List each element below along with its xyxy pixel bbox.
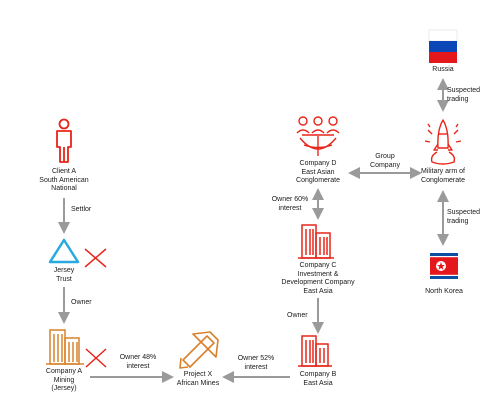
company-c-line-4: East Asia — [303, 287, 333, 295]
cross-icon — [84, 248, 107, 268]
project-x-label: Project X African Mines — [163, 371, 233, 388]
owner-48-label: Owner 48% interest — [108, 354, 168, 371]
client-a-label: Client A South American National — [29, 168, 99, 194]
client-a-line-3: National — [51, 185, 77, 192]
company-a-line-3: (Jersey) — [51, 385, 77, 392]
military-arm-line-2: Conglomerate — [421, 176, 465, 184]
owner-60-line-1: Owner 60% — [271, 196, 309, 203]
people-group-icon — [296, 116, 340, 156]
north-korea-flag-icon — [430, 253, 458, 279]
client-a-line-1: Client A — [51, 168, 77, 175]
military-arm-label: Military arm of Conglomerate — [408, 168, 478, 185]
company-c-line-3: Development Company — [281, 279, 355, 286]
owner-48-line-2: interest — [126, 362, 150, 370]
owner-48-line-1: Owner 48% — [119, 354, 157, 361]
company-d-label: Company D East Asian Conglomerate — [283, 160, 353, 186]
military-arm-line-1: Military arm of — [421, 168, 465, 175]
hammer-icon — [179, 331, 219, 369]
owner-c-b-label: Owner — [287, 312, 308, 321]
russia-line-1: Russia — [432, 66, 454, 73]
owner-60-label: Owner 60% interest — [266, 196, 314, 213]
company-b-line-1: Company B — [299, 371, 337, 378]
company-a-line-1: Company A — [45, 368, 83, 375]
owner-52-label: Owner 52% interest — [226, 355, 286, 372]
jersey-trust-line-1: Jersey — [53, 267, 75, 274]
suspected-nk-line-2: trading — [447, 217, 469, 225]
client-a-line-2: South American — [39, 176, 89, 184]
person-icon — [56, 118, 72, 163]
office-building-icon — [298, 335, 332, 367]
rocket-launch-icon — [424, 119, 462, 165]
suspected-russia-line-1: Suspected — [447, 87, 481, 94]
jersey-trust-line-2: Trust — [56, 275, 72, 283]
suspected-nk-label: Suspected trading — [447, 209, 497, 226]
project-x-line-1: Project X — [183, 371, 213, 378]
settlor-label: Settlor — [71, 206, 91, 215]
triangle-icon — [48, 238, 80, 264]
office-building-icon — [298, 224, 334, 259]
suspected-nk-line-1: Suspected — [447, 209, 481, 216]
office-building-icon — [46, 329, 84, 365]
owner-trust-line-1: Owner — [71, 299, 92, 306]
russia-label: Russia — [413, 66, 473, 75]
owner-52-line-1: Owner 52% — [237, 355, 275, 362]
company-b-line-2: East Asia — [303, 379, 333, 387]
company-a-line-2: Mining — [53, 376, 75, 384]
company-d-line-1: Company D — [299, 160, 337, 167]
company-a-label: Company A Mining (Jersey) — [29, 368, 99, 394]
company-d-line-3: Conglomerate — [296, 177, 340, 184]
group-company-line-2: Company — [370, 161, 400, 169]
north-korea-label: North Korea — [409, 288, 479, 297]
owner-60-line-2: interest — [278, 204, 302, 212]
suspected-russia-line-2: trading — [447, 95, 469, 103]
settlor-line-1: Settlor — [71, 206, 92, 213]
cross-icon — [85, 348, 107, 368]
russia-flag-icon — [428, 29, 458, 63]
jersey-trust-label: Jersey Trust — [34, 267, 94, 284]
company-c-line-2: Investment & — [297, 270, 339, 278]
company-b-label: Company B East Asia — [283, 371, 353, 388]
owner-c-b-line-1: Owner — [287, 312, 308, 319]
group-company-label: Group Company — [360, 153, 410, 170]
project-x-line-2: African Mines — [176, 379, 220, 387]
group-company-line-1: Group — [375, 153, 395, 160]
suspected-russia-label: Suspected trading — [447, 87, 497, 104]
company-d-line-2: East Asian — [301, 168, 335, 176]
owner-trust-label: Owner — [71, 299, 92, 308]
company-c-line-1: Company C — [299, 262, 337, 269]
north-korea-line-1: North Korea — [425, 288, 463, 295]
owner-52-line-2: interest — [244, 363, 268, 371]
company-c-label: Company C Investment & Development Compa… — [268, 262, 368, 296]
